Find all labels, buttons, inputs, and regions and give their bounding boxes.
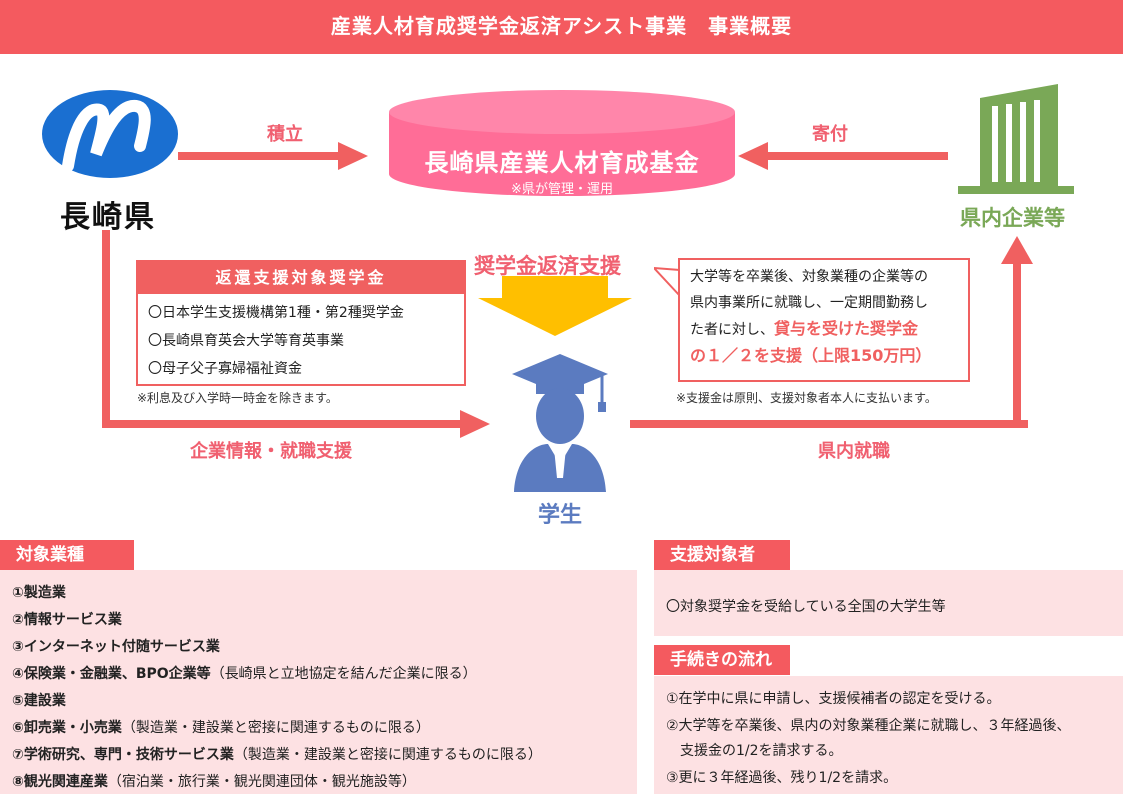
accumulate-label: 積立 xyxy=(267,124,303,145)
scholarship-note: ※利息及び入学時一時金を除きます。 xyxy=(137,391,338,405)
industry-note: （宿泊業・旅行業・観光関連団体・観光施設等） xyxy=(107,774,416,790)
industry-name: ⑦学術研究、専門・技術サービス業 xyxy=(12,747,234,763)
student-icon xyxy=(512,354,608,492)
eligibility-title: 支援対象者 xyxy=(654,540,790,570)
scholarship-item: 〇日本学生支援機構第1種・第2種奨学金 xyxy=(148,305,404,321)
company-info-label: 企業情報・就職支援 xyxy=(190,441,352,462)
page-title: 産業人材育成奨学金返済アシスト事業 事業概要 xyxy=(0,0,1123,54)
procedure-step: ②大学等を卒業後、県内の対象業種企業に就職し、３年経過後、 xyxy=(666,718,1071,734)
industry-item: ⑥卸売業・小売業（製造業・建設業と密接に関連するものに限る） xyxy=(12,717,430,737)
scholarship-item: 〇母子父子寡婦福祉資金 xyxy=(148,361,302,377)
scholarship-title: 返還支援対象奨学金 xyxy=(138,262,464,294)
employment-line xyxy=(630,420,1028,428)
industry-name: ⑧観光関連産業 xyxy=(12,774,108,790)
support-description: 大学等を卒業後、対象業種の企業等の 県内事業所に就職し、一定期間勤務し た者に対… xyxy=(678,258,970,382)
fund-cylinder-top xyxy=(389,90,735,134)
industry-name: ①製造業 xyxy=(12,585,66,601)
scholarship-box: 返還支援対象奨学金 〇日本学生支援機構第1種・第2種奨学金 〇長崎県育英会大学等… xyxy=(136,260,466,386)
building-icon xyxy=(958,84,1074,194)
left-connector xyxy=(102,230,110,428)
industry-note: （製造業・建設業と密接に関連するものに限る） xyxy=(233,747,542,763)
nagasaki-label: 長崎県 xyxy=(60,200,156,235)
industry-item: ⑤建設業 xyxy=(12,690,66,710)
industry-note: （製造業・建設業と密接に関連するものに限る） xyxy=(121,720,430,736)
industry-name: ③インターネット付随サービス業 xyxy=(12,639,220,655)
industry-item: ②情報サービス業 xyxy=(12,609,122,629)
accumulate-arrow-icon xyxy=(178,142,368,170)
eligibility-text: 〇対象奨学金を受給している全国の大学生等 xyxy=(666,599,946,615)
student-label: 学生 xyxy=(538,503,583,528)
procedure-step: ③更に３年経過後、残り1/2を請求。 xyxy=(666,770,898,786)
industry-item: ⑦学術研究、専門・技術サービス業（製造業・建設業と密接に関連するものに限る） xyxy=(12,744,542,764)
employment-arrow-icon xyxy=(1001,236,1033,264)
procedure-title: 手続きの流れ xyxy=(654,645,790,675)
right-connector xyxy=(1013,260,1021,428)
company-label: 県内企業等 xyxy=(960,206,1065,230)
industries-panel: ①製造業 ②情報サービス業 ③インターネット付随サービス業 ④保険業・金融業、B… xyxy=(0,570,637,794)
procedure-step: 支援金の1/2を請求する。 xyxy=(666,743,843,759)
support-note: ※支援金は原則、支援対象者本人に支払います。 xyxy=(676,391,937,405)
industry-name: ⑥卸売業・小売業 xyxy=(12,720,122,736)
industries-title: 対象業種 xyxy=(0,540,134,570)
repayment-arrow-icon xyxy=(478,276,632,336)
industry-name: ⑤建設業 xyxy=(12,693,66,709)
industry-item: ③インターネット付随サービス業 xyxy=(12,636,220,656)
industry-note: （長崎県と立地協定を結んだ企業に限る） xyxy=(210,666,477,682)
nagasaki-logo-icon xyxy=(42,90,178,178)
procedure-step: ①在学中に県に申請し、支援候補者の認定を受ける。 xyxy=(666,691,1001,707)
industry-name: ②情報サービス業 xyxy=(12,612,122,628)
desc-text: た者に対し、 xyxy=(690,322,774,338)
desc-highlight: の１／２を支援（上限150万円） xyxy=(690,346,932,365)
company-info-arrow-icon xyxy=(102,410,490,438)
donate-label: 寄付 xyxy=(812,124,848,145)
eligibility-panel: 〇対象奨学金を受給している全国の大学生等 xyxy=(654,570,1123,636)
industry-item: ⑧観光関連産業（宿泊業・旅行業・観光関連団体・観光施設等） xyxy=(12,771,416,791)
industry-item: ①製造業 xyxy=(12,582,66,602)
desc-line: 県内事業所に就職し、一定期間勤務し xyxy=(690,295,928,311)
procedure-panel: ①在学中に県に申請し、支援候補者の認定を受ける。 ②大学等を卒業後、県内の対象業… xyxy=(654,676,1123,794)
local-employment-label: 県内就職 xyxy=(818,441,890,462)
donate-arrow-icon xyxy=(738,142,948,170)
desc-highlight: 貸与を受けた奨学金 xyxy=(774,319,919,338)
industry-item: ④保険業・金融業、BPO企業等（長崎県と立地協定を結んだ企業に限る） xyxy=(12,663,477,683)
repayment-support-label: 奨学金返済支援 xyxy=(474,254,621,278)
scholarship-item: 〇長崎県育英会大学等育英事業 xyxy=(148,333,344,349)
fund-note: ※県が管理・運用 xyxy=(511,182,613,197)
industry-name: ④保険業・金融業、BPO企業等 xyxy=(12,666,211,682)
desc-line: た者に対し、貸与を受けた奨学金 xyxy=(690,316,968,343)
desc-line: 大学等を卒業後、対象業種の企業等の xyxy=(690,269,928,285)
fund-name: 長崎県産業人材育成基金 xyxy=(424,149,700,177)
